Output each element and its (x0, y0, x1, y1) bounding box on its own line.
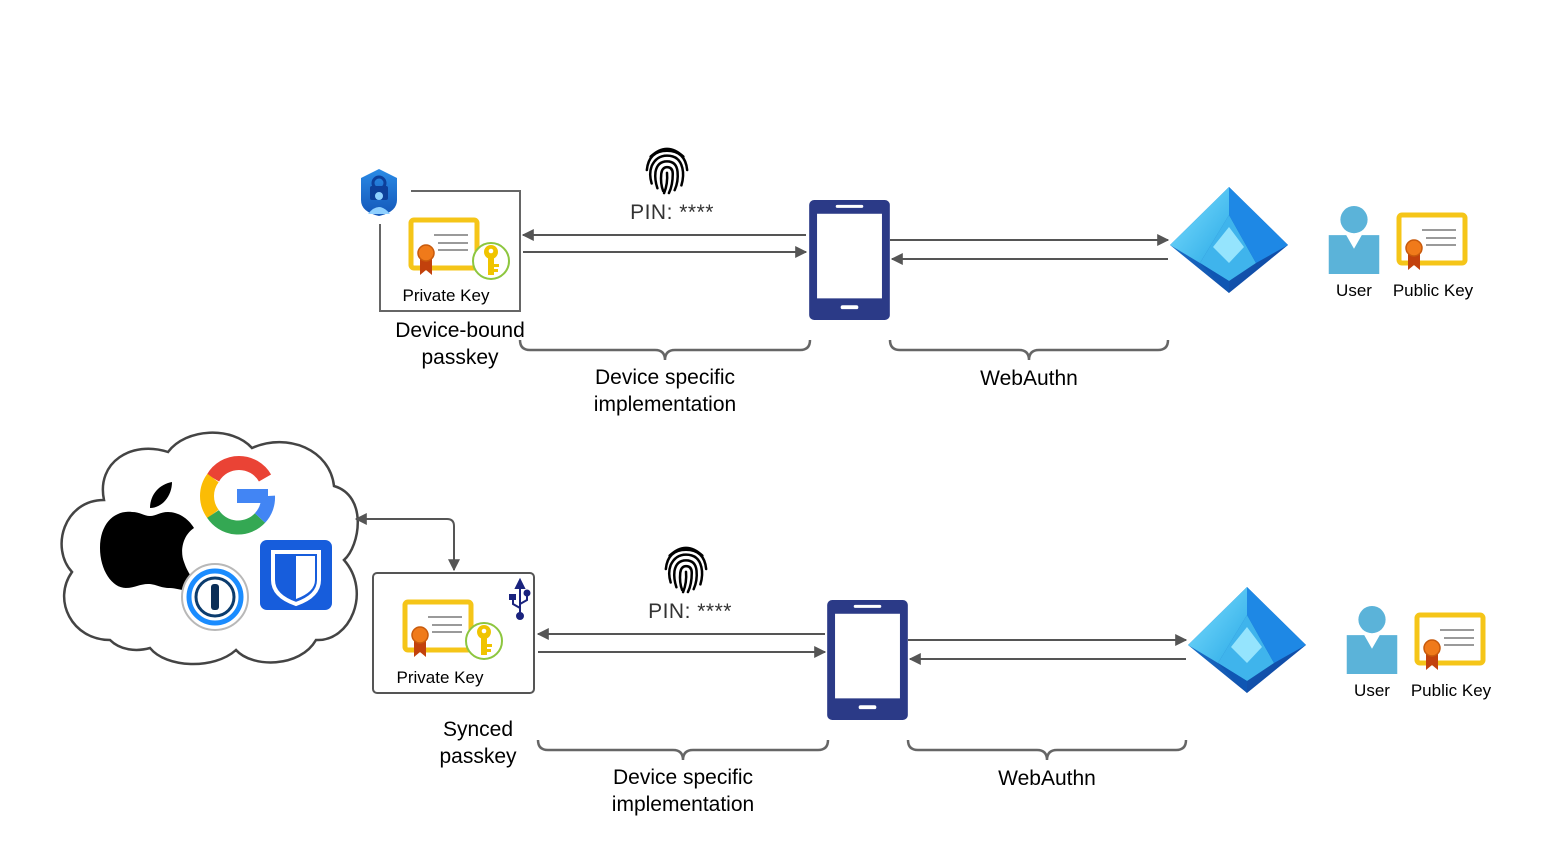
synced-certificate-icon (405, 602, 471, 657)
synced-device-specific-line2: implementation (612, 793, 754, 816)
usb-icon (509, 577, 531, 620)
synced-public-key-certificate-icon (1417, 615, 1483, 670)
sync-arrow (354, 513, 460, 572)
device-specific-line2: implementation (594, 393, 736, 416)
authenticator-lock-icon (361, 169, 397, 216)
fingerprint-icon (645, 147, 689, 195)
synced-user-icon (1346, 606, 1398, 674)
1password-logo-icon (181, 563, 249, 631)
user-label: User (1336, 281, 1372, 300)
certificate-icon (411, 220, 477, 275)
synced-key-icon (465, 622, 503, 660)
device-bound-title-line2: passkey (421, 346, 499, 369)
synced-row: Private Key Synced passkey PIN: **** Use… (60, 431, 1492, 816)
device-specific-brace (518, 339, 812, 361)
private-key-box (379, 190, 521, 312)
device-bound-title-line1: Device-bound (395, 319, 525, 342)
synced-device-specific-line1: Device specific (613, 766, 753, 789)
public-key-label: Public Key (1393, 281, 1474, 300)
synced-title-line1: Synced (443, 718, 513, 741)
private-key-label: Private Key (403, 286, 490, 305)
synced-webauthn-brace (906, 739, 1188, 761)
synced-entra-id-icon (1188, 587, 1306, 693)
key-icon (472, 242, 510, 280)
google-logo-icon (200, 455, 276, 535)
bitwarden-logo-icon (260, 540, 332, 610)
phone-icon (809, 200, 890, 320)
device-bound-row: Private Key Device-bound passkey PIN: **… (361, 147, 1474, 416)
synced-webauthn-label: WebAuthn (998, 767, 1096, 790)
webauthn-label: WebAuthn (980, 367, 1078, 390)
synced-pin-label: PIN: **** (648, 600, 732, 623)
synced-title-line2: passkey (439, 745, 517, 768)
synced-device-specific-brace (536, 739, 830, 761)
public-key-certificate-icon (1399, 215, 1465, 270)
synced-user-label: User (1354, 681, 1390, 700)
synced-phone-icon (827, 600, 908, 720)
synced-fingerprint-icon (664, 546, 708, 594)
synced-private-key-label: Private Key (397, 668, 484, 687)
apple-logo-icon (100, 482, 196, 591)
entra-id-icon (1170, 187, 1288, 293)
device-specific-line1: Device specific (595, 366, 735, 389)
pin-label: PIN: **** (630, 201, 714, 224)
user-icon (1328, 206, 1380, 274)
webauthn-brace (888, 339, 1170, 361)
synced-public-key-label: Public Key (1411, 681, 1492, 700)
